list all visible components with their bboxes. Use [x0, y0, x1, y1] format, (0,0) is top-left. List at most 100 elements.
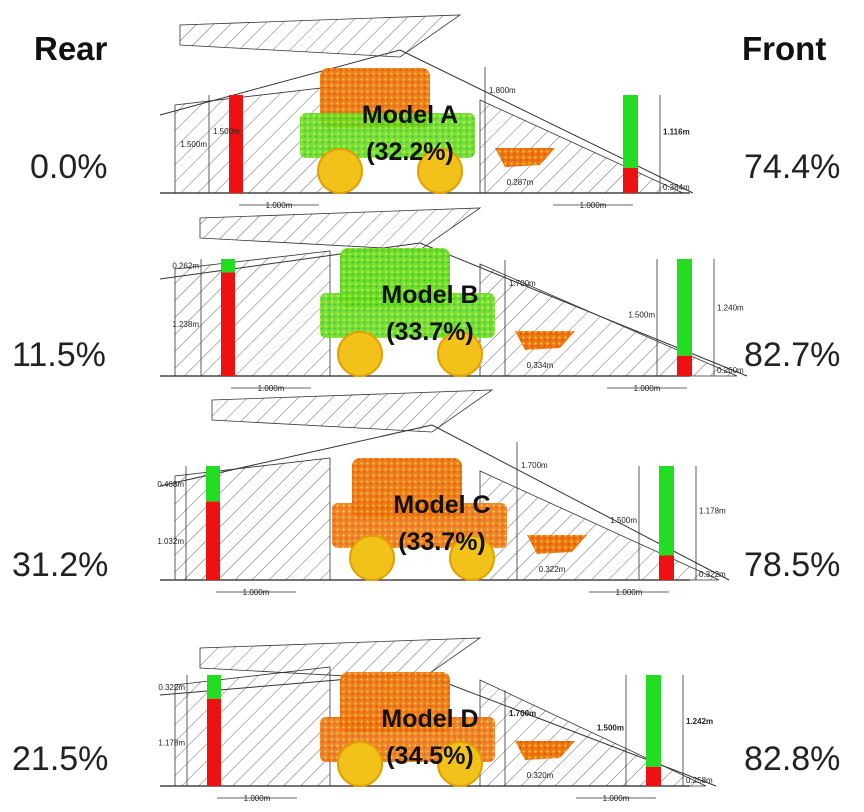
rear-blind-bar	[206, 501, 220, 580]
model-share: (33.7%)	[386, 318, 474, 346]
front-sight-line	[419, 672, 717, 787]
bucket-height-label: 0.287m	[507, 178, 534, 187]
rear-distance-label: 1.000m	[258, 384, 285, 393]
bucket-height-label: 0.320m	[527, 771, 554, 780]
front-blind-label: 0.322m	[699, 570, 726, 579]
front-distance-label: 1.000m	[580, 201, 607, 210]
rear-pct-c: 31.2%	[12, 546, 109, 584]
model-name: Model D	[381, 705, 478, 733]
front-blind-label: 0.260m	[717, 366, 744, 375]
front-visible-label: 1.242m	[686, 717, 713, 726]
machine-height-label: 1.700m	[521, 461, 548, 470]
top-blind-zone	[179, 14, 462, 58]
machine-body	[320, 293, 495, 338]
model-share: (32.2%)	[366, 138, 454, 166]
rear-visible-label: 0.322m	[158, 683, 185, 692]
front-blind-label: 0.258m	[686, 776, 713, 785]
machine-bucket	[515, 331, 575, 350]
machine-rear-wheel	[337, 741, 383, 787]
rear-blind-bar	[221, 272, 235, 376]
rear-visible-label: 0.468m	[157, 480, 184, 489]
front-visible-bar	[646, 675, 661, 767]
front-blind-label: 0.384m	[663, 183, 690, 192]
front-pct-a: 74.4%	[744, 148, 841, 186]
machine-rear-wheel	[337, 331, 383, 377]
front-blind-zone	[479, 679, 707, 787]
front-blind-bar	[646, 766, 661, 786]
machine-bucket	[495, 148, 555, 167]
rear-blind-zone	[174, 457, 331, 581]
machine-rear-wheel	[349, 535, 395, 581]
front-sight-line	[419, 242, 748, 377]
front-blind-zone	[479, 470, 720, 581]
model-name: Model C	[393, 491, 490, 519]
front-pct-b: 82.7%	[744, 336, 841, 374]
front-distance-label: 1.000m	[634, 384, 661, 393]
model-share: (33.7%)	[398, 528, 486, 556]
model-name: Model A	[362, 101, 458, 129]
machine-front-wheel	[417, 148, 463, 194]
rear-visible-bar	[206, 466, 220, 502]
panel-model-c: Model C(33.7%)0.468m1.032m1.000m1.178m0.…	[157, 389, 730, 597]
front-header: Front	[742, 30, 827, 67]
rear-header: Rear	[34, 30, 108, 67]
machine-height-label: 1.800m	[489, 86, 516, 95]
bucket-height-label: 0.322m	[539, 565, 566, 574]
bucket-height-label: 0.334m	[527, 361, 554, 370]
rear-blind-label: 1.500m	[180, 140, 207, 149]
machine-front-wheel	[449, 535, 495, 581]
rear-distance-label: 1.000m	[243, 588, 270, 597]
panel-model-d: Model D (34.5%) 0.322m 1.178m 1.000m 1.242m 0.…	[158, 637, 717, 803]
front-sight-line	[399, 49, 694, 194]
rear-visible-label: 0.262m	[172, 262, 199, 271]
rear-blind-bar	[229, 95, 243, 193]
top-blind-zone	[211, 389, 494, 433]
front-distance-label: 1.000m	[616, 588, 643, 597]
machine-rear-wheel	[317, 148, 363, 194]
front-visible-label: 1.240m	[717, 303, 744, 312]
front-height-label: 1.500m	[597, 724, 624, 733]
rear-blind-label: 1.238m	[172, 320, 199, 329]
front-blind-bar	[659, 555, 674, 580]
rear-blind-label: 1.032m	[157, 537, 184, 546]
front-blind-bar	[623, 167, 638, 193]
rear-sight-line	[159, 424, 433, 487]
front-sight-line	[431, 424, 730, 581]
rear-distance-label: 1.000m	[266, 201, 293, 210]
machine-front-wheel	[437, 741, 483, 787]
rear-pct-d: 21.5%	[12, 740, 109, 778]
front-pct-d: 82.8%	[744, 740, 841, 778]
model-name: Model B	[381, 281, 478, 309]
rear-visible-bar	[207, 675, 221, 699]
rear-pct-a: 0.0%	[30, 148, 108, 186]
panel-model-a: Model A (32.2%) 1.500m 1.000m 1.116m 0.384m 1.…	[159, 14, 694, 210]
front-blind-bar	[677, 355, 692, 376]
machine-height-label: 1.700m	[509, 279, 536, 288]
model-share: (34.5%)	[386, 742, 474, 770]
front-visible-label: 1.116m	[663, 127, 690, 136]
machine-bucket	[515, 741, 575, 760]
front-distance-label: 1.000m	[603, 794, 630, 803]
front-height-label: 1.500m	[628, 311, 655, 320]
machine	[332, 458, 587, 581]
rear-sight-line	[159, 49, 401, 116]
rear-distance-label: 1.000m	[244, 794, 271, 803]
rear-blind-label: 1.178m	[158, 738, 185, 747]
rear-visible-bar	[221, 259, 235, 273]
front-visible-bar	[623, 95, 638, 168]
rear-blind-zone	[174, 666, 331, 787]
rear-blind-bar	[207, 698, 221, 786]
front-height-label: 1.500m	[610, 516, 637, 525]
machine-body	[300, 113, 475, 158]
rear-height-label: 1.500m	[213, 127, 240, 136]
machine	[320, 672, 575, 787]
top-blind-zone	[199, 207, 482, 251]
machine	[320, 248, 575, 377]
panel-model-b: Model B (33.7%) 0.262m 1.238m 1.000m 1.240m 0.…	[159, 207, 748, 393]
front-visible-bar	[677, 259, 692, 356]
machine-bucket	[527, 535, 587, 554]
machine-front-wheel	[437, 331, 483, 377]
front-visible-bar	[659, 466, 674, 556]
machine-height-label: 1.700m	[509, 709, 536, 718]
